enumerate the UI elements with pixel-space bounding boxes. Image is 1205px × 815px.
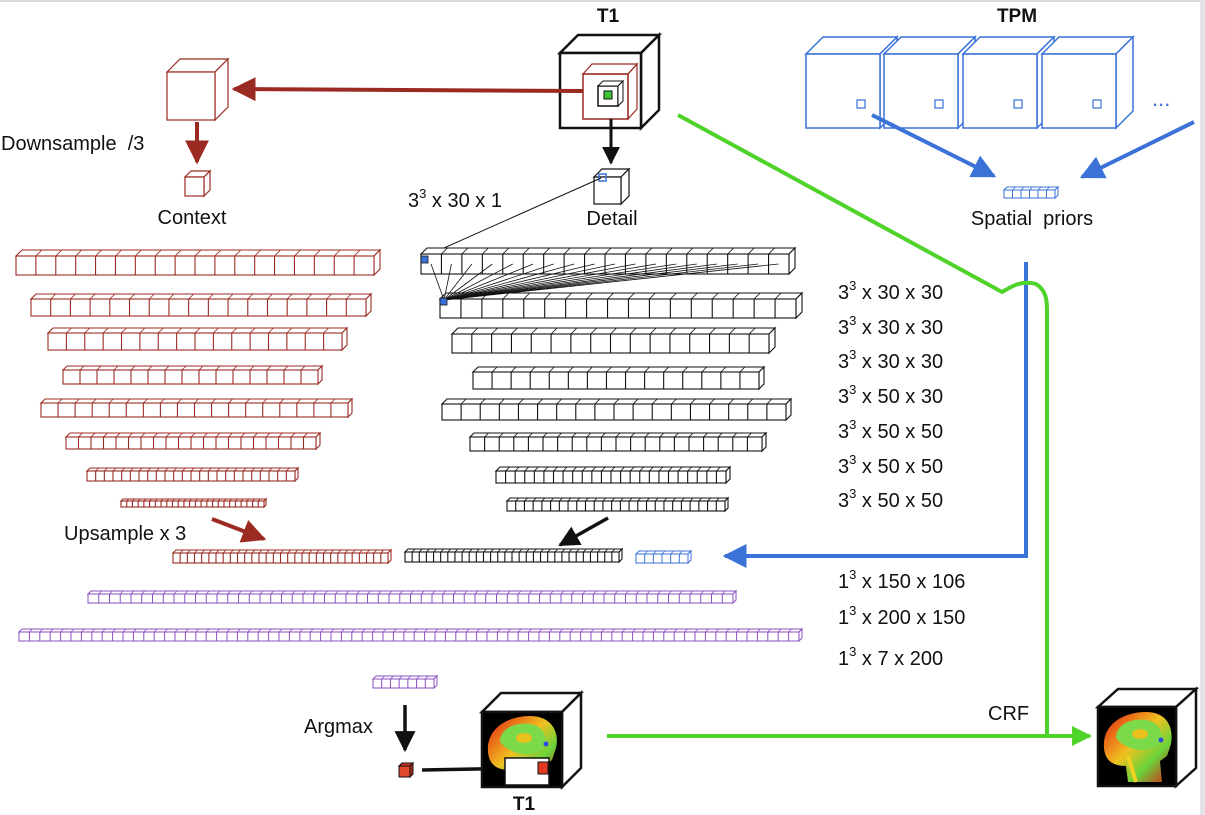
segmentation-cube-crf (1094, 686, 1200, 789)
kernel-pointer-line (425, 177, 602, 257)
layer-label: 13 x 150 x 106 (838, 567, 965, 593)
layer-label: 33 x 30 x 30 (838, 347, 943, 373)
layer-label: 33 x 50 x 50 (838, 486, 943, 512)
context-layer (85, 466, 300, 483)
detail-layer (471, 365, 766, 391)
brain-scan-icon (1103, 712, 1172, 783)
context-layer (64, 431, 322, 451)
upsample-arrow (211, 517, 267, 543)
tpm-cubes (804, 35, 1135, 130)
context-layer (14, 248, 382, 277)
tpm-arrow-right (1079, 120, 1195, 179)
detail-layer (440, 397, 793, 422)
detail-layer (438, 291, 804, 320)
convolution-fanout-lines (420, 255, 779, 306)
argmax-voxel (397, 761, 415, 779)
tpm-ellipsis: ... (1152, 86, 1170, 111)
tpm-cube (1040, 35, 1135, 130)
upsample-label: Upsample x 3 (64, 523, 186, 545)
t1-title-bottom: T1 (513, 794, 536, 815)
layer-label: 33 x 50 x 50 (838, 452, 943, 478)
window-top-edge (0, 0, 1205, 2)
softmax-block (371, 674, 439, 690)
detail-patch-cube (592, 167, 631, 206)
segmentation-cube-t1 (478, 689, 585, 791)
tpm-cube (961, 35, 1056, 130)
merged-layer (86, 589, 738, 605)
detail-merge-arrow (558, 516, 609, 547)
context-layer (46, 326, 349, 352)
tpm-title: TPM (997, 6, 1037, 27)
spatial-priors-row (1002, 185, 1060, 200)
t1-input-cube (556, 31, 663, 132)
layer-label: 13 x 200 x 150 (838, 603, 965, 629)
tpm-cube (882, 35, 977, 130)
merged-layer (17, 627, 804, 643)
detail-layer (505, 496, 730, 513)
context-layer (39, 397, 354, 419)
crf-label: CRF (988, 703, 1029, 725)
context-layer (29, 292, 373, 318)
downsample-arrow-left (231, 77, 584, 102)
layer-label: 33 x 50 x 30 (838, 382, 943, 408)
kernel-voxel (420, 255, 429, 264)
kernel-first-label: 33 x 30 x 1 (408, 186, 502, 212)
context-label: Context (158, 207, 227, 229)
layer-label: 33 x 50 x 50 (838, 417, 943, 443)
context-input-cube (165, 57, 230, 122)
tpm-cube (804, 35, 899, 130)
detail-layer (419, 246, 797, 276)
window-right-edge (1200, 0, 1205, 815)
t1-title-top: T1 (597, 6, 620, 27)
downsample-label: Downsample /3 (1, 133, 144, 155)
spatial-priors-label: Spatial priors (971, 208, 1093, 230)
detail-layer (468, 431, 768, 453)
output-voxel (439, 297, 448, 306)
context-layer (61, 364, 324, 386)
context-layer (119, 497, 268, 509)
detail-layer (494, 465, 732, 485)
softmax-row (371, 674, 439, 690)
layer-label: 13 x 7 x 200 (838, 644, 943, 670)
detail-label: Detail (586, 208, 637, 230)
crf-path-line (677, 113, 1049, 736)
detail-layer (450, 326, 777, 355)
priors-path-line (722, 262, 1028, 568)
layer-label: 33 x 30 x 30 (838, 313, 943, 339)
merged-layers (17, 549, 804, 643)
layer-label: 33 x 30 x 30 (838, 278, 943, 304)
detail-layer (403, 547, 624, 564)
spatial-priors-block (1002, 185, 1060, 200)
argmax-label: Argmax (304, 716, 373, 738)
priors-merged-layer (634, 549, 693, 565)
context-pathway-layers (14, 248, 393, 565)
layer-dimension-labels: 33 x 30 x 30 33 x 30 x 30 33 x 30 x 30 3… (838, 278, 965, 670)
tpm-arrow-left (871, 113, 997, 178)
context-patch-cube (183, 169, 212, 198)
context-layer (171, 548, 393, 565)
